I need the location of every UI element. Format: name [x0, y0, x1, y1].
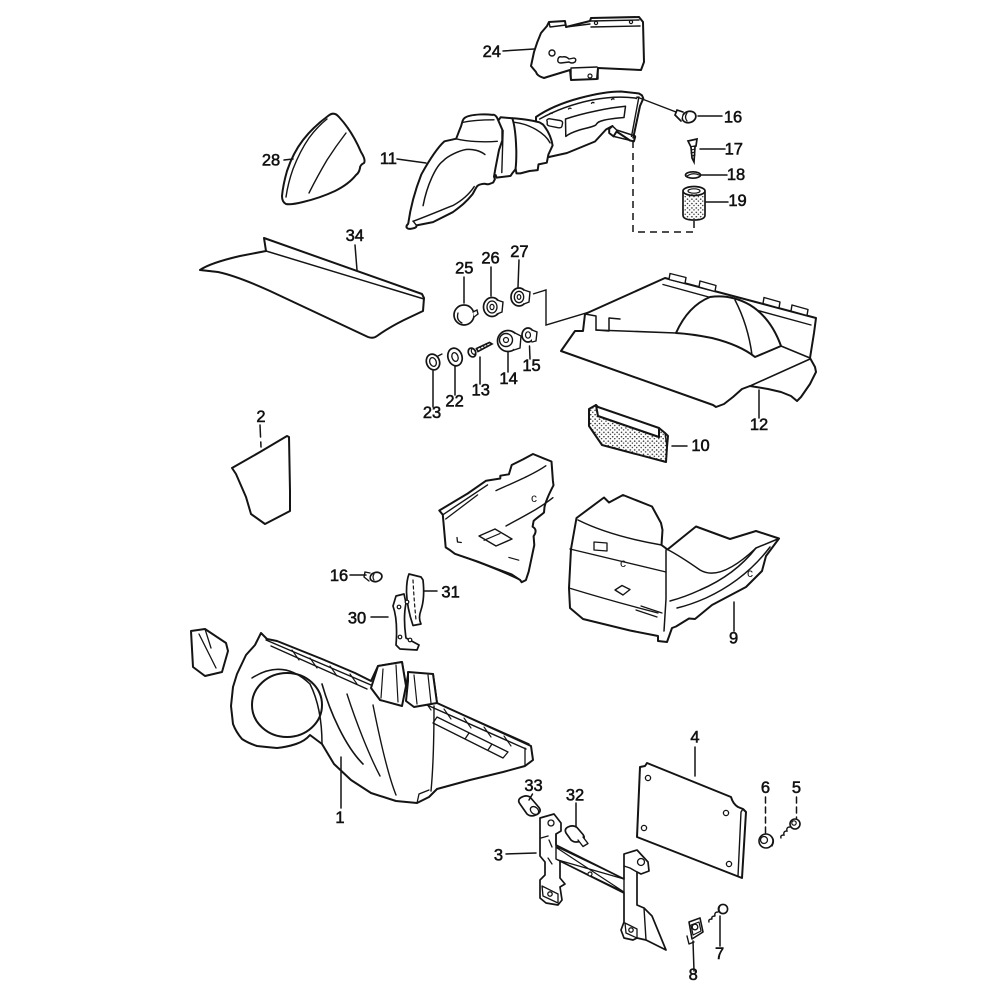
svg-text:27: 27 — [510, 243, 528, 261]
svg-text:28: 28 — [262, 152, 280, 170]
svg-text:25: 25 — [455, 260, 473, 278]
svg-text:5: 5 — [792, 779, 801, 797]
svg-text:7: 7 — [715, 945, 724, 963]
svg-text:6: 6 — [761, 779, 770, 797]
svg-text:34: 34 — [346, 227, 364, 245]
svg-text:26: 26 — [481, 250, 499, 268]
svg-text:32: 32 — [566, 787, 584, 805]
svg-text:10: 10 — [691, 437, 709, 455]
svg-text:8: 8 — [689, 966, 698, 984]
svg-text:c: c — [531, 491, 537, 505]
svg-text:1: 1 — [335, 809, 344, 827]
svg-text:18: 18 — [727, 166, 745, 184]
svg-text:12: 12 — [750, 416, 768, 434]
svg-text:30: 30 — [348, 610, 366, 628]
svg-text:24: 24 — [483, 43, 501, 61]
svg-text:31: 31 — [441, 583, 459, 601]
svg-text:4: 4 — [690, 729, 699, 747]
svg-text:13: 13 — [472, 382, 490, 400]
svg-text:19: 19 — [728, 192, 746, 210]
svg-text:11: 11 — [380, 150, 397, 168]
svg-text:23: 23 — [423, 404, 441, 422]
svg-text:9: 9 — [729, 630, 738, 648]
svg-text:2: 2 — [256, 408, 265, 426]
svg-text:c: c — [620, 556, 626, 570]
svg-text:c: c — [747, 566, 753, 580]
svg-text:14: 14 — [499, 370, 517, 388]
svg-text:33: 33 — [524, 777, 542, 795]
svg-text:16: 16 — [724, 108, 742, 126]
svg-text:22: 22 — [445, 393, 463, 411]
svg-text:16: 16 — [330, 567, 348, 585]
svg-text:3: 3 — [494, 847, 503, 865]
svg-text:15: 15 — [522, 357, 540, 375]
svg-text:17: 17 — [725, 141, 743, 159]
